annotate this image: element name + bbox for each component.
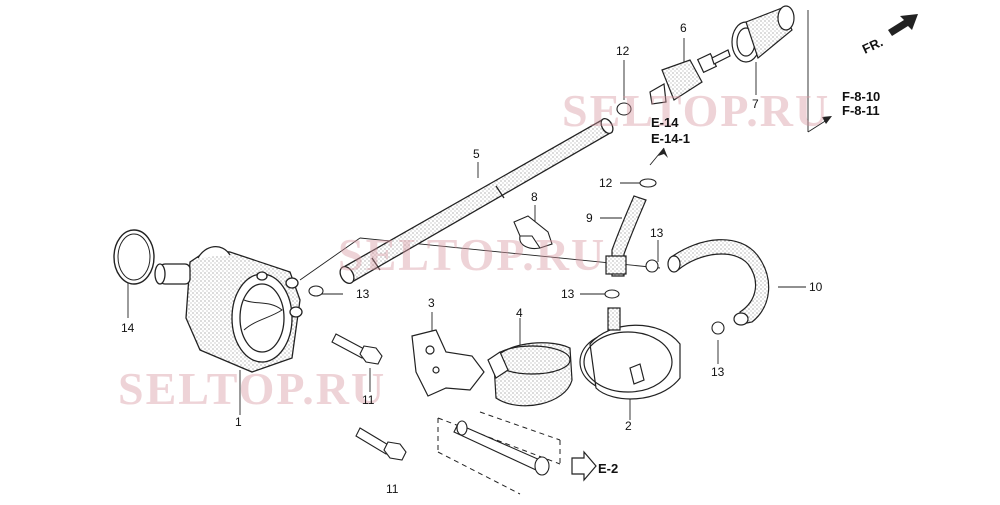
watermark-middle: SELTOP.RU bbox=[338, 229, 607, 280]
bracket bbox=[411, 329, 485, 397]
short-hose bbox=[605, 195, 647, 277]
label-part-14: 14 bbox=[121, 321, 135, 335]
band-clamp bbox=[487, 342, 573, 407]
clip-hose-side bbox=[645, 259, 659, 273]
watermark-bottom: SELTOP.RU bbox=[118, 363, 387, 414]
label-part-1: 1 bbox=[235, 415, 242, 429]
e2-arrow bbox=[571, 450, 597, 482]
label-part-11-upper: 11 bbox=[362, 393, 375, 407]
label-part-7: 7 bbox=[752, 97, 759, 111]
clip-upper-12 bbox=[616, 102, 632, 116]
filter-housing bbox=[579, 307, 681, 400]
label-part-4: 4 bbox=[516, 306, 523, 320]
fr-arrow bbox=[888, 14, 918, 36]
ref-e14[interactable]: E-14 bbox=[651, 115, 679, 130]
hose-clamp bbox=[513, 215, 553, 250]
o-ring bbox=[113, 229, 155, 285]
label-part-11-lower: 11 bbox=[386, 482, 399, 496]
label-part-3: 3 bbox=[428, 296, 435, 310]
fitting-connector bbox=[649, 49, 731, 105]
label-part-12-upper: 12 bbox=[616, 44, 630, 58]
clip-hose-mid bbox=[604, 289, 620, 299]
label-part-10: 10 bbox=[809, 280, 823, 294]
watermark-top: SELTOP.RU bbox=[562, 85, 831, 136]
ref-f8-11[interactable]: F-8-11 bbox=[842, 103, 880, 118]
clip-hose-top bbox=[639, 178, 657, 188]
arrow-f8 bbox=[822, 116, 832, 124]
label-part-5: 5 bbox=[473, 147, 480, 161]
label-part-6: 6 bbox=[680, 21, 687, 35]
clip-hose-end bbox=[711, 321, 725, 335]
label-part-13-right: 13 bbox=[711, 365, 725, 379]
bolt-lower bbox=[355, 427, 407, 461]
bolt-upper bbox=[331, 333, 383, 365]
ref-f8-10[interactable]: F-8-10 bbox=[842, 89, 881, 104]
long-tube bbox=[339, 117, 614, 285]
ref-e2[interactable]: E-2 bbox=[598, 461, 619, 476]
label-part-9: 9 bbox=[586, 211, 593, 225]
label-part-13-mid: 13 bbox=[561, 287, 575, 301]
label-part-2: 2 bbox=[625, 419, 632, 433]
label-part-8: 8 bbox=[531, 190, 538, 204]
ref-e14-1[interactable]: E-14-1 bbox=[651, 131, 691, 146]
label-part-13-hose: 13 bbox=[650, 226, 664, 240]
filler-cap bbox=[731, 5, 795, 63]
label-part-12-lower: 12 bbox=[599, 176, 613, 190]
bent-hose bbox=[667, 239, 770, 326]
bolt-e2 bbox=[453, 420, 550, 476]
label-part-13-left: 13 bbox=[356, 287, 370, 301]
arrow-e14 bbox=[658, 148, 668, 158]
pump-body bbox=[154, 246, 303, 373]
clip-left bbox=[308, 285, 324, 297]
